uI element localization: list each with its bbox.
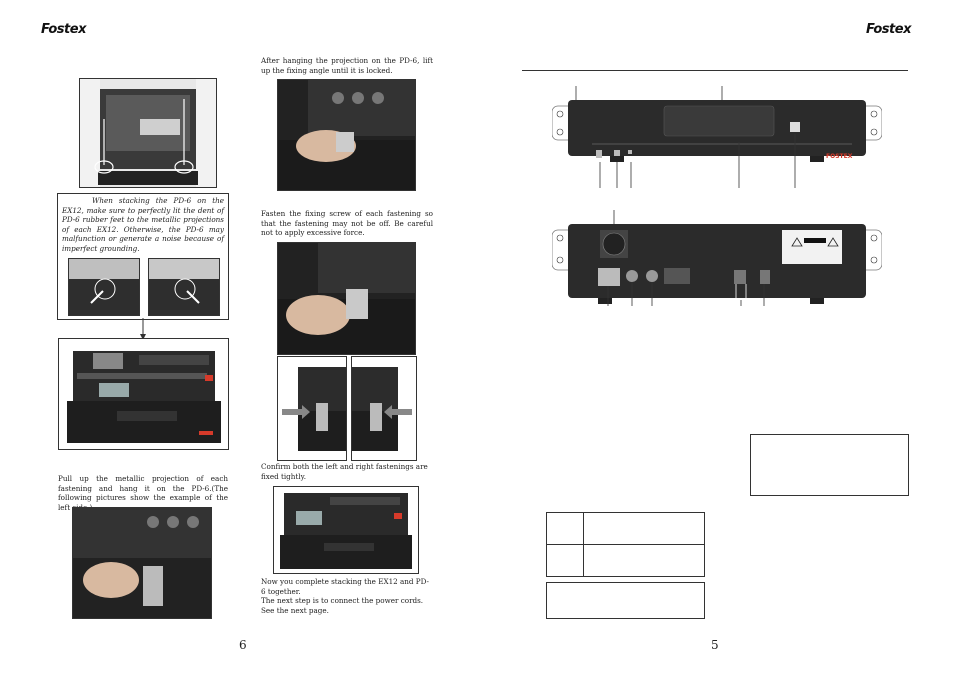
photo-lift-angle	[277, 79, 416, 191]
spec-table-divider-horizontal	[547, 544, 704, 545]
note-text: When stacking the PD-6 on the EX12, make…	[62, 196, 224, 253]
step-hang-text: After hanging the projection on the PD-6…	[261, 56, 433, 75]
front-panel-diagram: FOSTEX	[551, 84, 883, 194]
brand-logo-right: Fostex	[866, 22, 911, 37]
photo-stack-complete	[273, 486, 419, 574]
step-fasten-text: Fasten the fixing screw of each fastenin…	[261, 209, 433, 238]
svg-text:FOSTEX: FOSTEX	[826, 153, 853, 160]
photo-fastening-left	[277, 356, 347, 461]
brand-logo-left: Fostex	[41, 22, 86, 37]
header-rule	[522, 70, 908, 71]
photo-fasten-screw	[277, 242, 416, 355]
info-box	[750, 434, 909, 496]
photo-pull-projection	[72, 507, 212, 619]
photo-stacked-units	[58, 338, 229, 450]
page-number-right: 5	[711, 638, 719, 652]
arrow-icon	[140, 318, 146, 340]
rear-panel-diagram	[551, 208, 883, 308]
step-complete-text-2: The next step is to connect the power co…	[261, 596, 424, 615]
spec-table	[546, 512, 705, 577]
note-box-right	[546, 582, 705, 619]
step-complete-text-1: Now you complete stacking the EX12 and P…	[261, 577, 429, 596]
note-box: When stacking the PD-6 on the EX12, make…	[57, 193, 229, 320]
page-number-left: 6	[239, 638, 247, 652]
step-confirm-text: Confirm both the left and right fastenin…	[261, 462, 428, 481]
photo-foot-left	[68, 258, 140, 316]
photo-underside	[79, 78, 217, 188]
photo-foot-right	[148, 258, 220, 316]
photo-fastening-right	[351, 356, 417, 461]
